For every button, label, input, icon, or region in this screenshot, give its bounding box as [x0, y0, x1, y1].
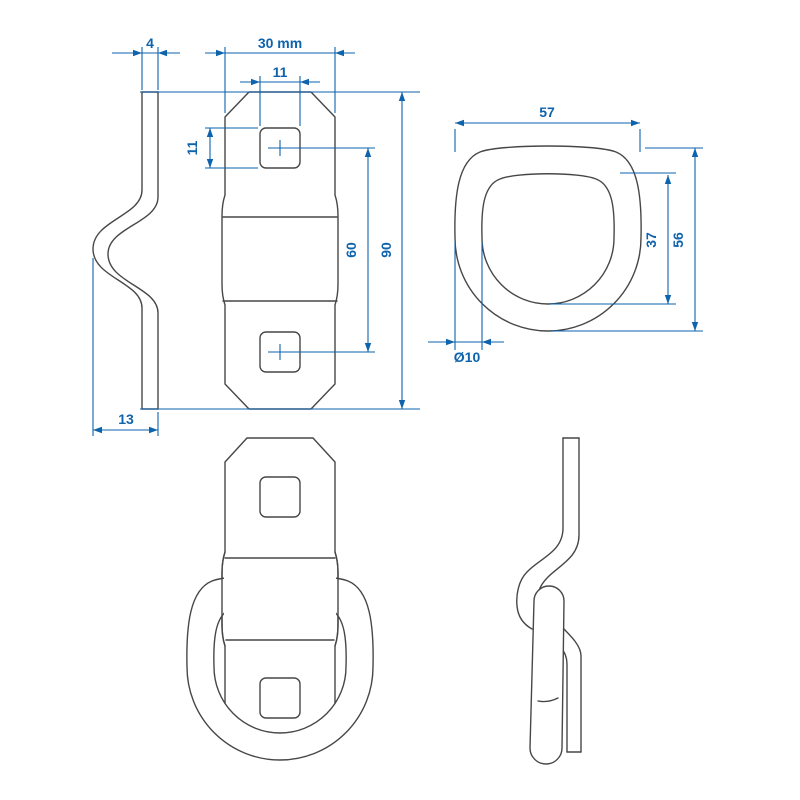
view-assembled-front	[186, 437, 374, 761]
view-dring-front	[454, 145, 642, 332]
assembled-hole-bottom	[259, 677, 301, 719]
dim-lines	[428, 242, 504, 350]
dim-hole-width-11: 11	[240, 64, 320, 126]
dim-ring-width-57: 57	[454, 104, 641, 152]
view-assembled-side	[516, 437, 582, 765]
dim-thickness-4: 4	[112, 35, 180, 90]
dim-ring-inner-height-37: 37	[550, 172, 676, 305]
dring-inner-contour	[481, 173, 615, 305]
dim-label-depth: 13	[118, 411, 134, 427]
dim-label-hole-spacing: 60	[343, 242, 359, 258]
assembled-hole-top	[259, 476, 301, 518]
dim-label-plate-height: 90	[378, 242, 394, 258]
dim-depth-13: 13	[92, 258, 159, 436]
dim-wire-diameter-10: Ø10	[428, 242, 504, 365]
dim-label-ring-height: 56	[670, 232, 686, 248]
dim-ring-height-56: 56	[552, 147, 703, 332]
dim-label-wire-diameter: Ø10	[454, 349, 481, 365]
dim-label-thickness: 4	[146, 35, 154, 51]
dim-hole-height-11: 11	[184, 127, 258, 169]
assembled-channel-side-right	[334, 551, 339, 647]
dim-label-hole-width: 11	[273, 64, 288, 80]
dimension-layer: 4 13 30 mm 11 11 60	[92, 35, 703, 436]
view-bracket-side-profile	[92, 91, 159, 410]
dim-lines	[550, 172, 676, 305]
dim-lines	[92, 258, 159, 436]
dim-lines	[112, 47, 180, 90]
dim-label-hole-height: 11	[184, 140, 200, 155]
assembled-plate-channel-patch	[224, 560, 336, 638]
side-ring-bar	[529, 585, 565, 765]
dring-outer-contour	[454, 145, 642, 332]
assembled-channel-side-left	[221, 551, 226, 647]
dim-lines	[205, 47, 355, 113]
side-ring-bar-edge-line	[537, 697, 559, 703]
arrowheads	[133, 49, 167, 57]
arrowheads	[206, 128, 214, 168]
side-strip-inner-line	[538, 437, 580, 592]
view-bracket-front	[221, 91, 339, 410]
dim-lines	[268, 140, 375, 360]
dim-label-ring-width: 57	[539, 104, 555, 120]
bracket-profile-inner-line	[107, 91, 159, 410]
dim-label-plate-width: 30 mm	[258, 35, 302, 51]
dim-height-90: 90	[140, 91, 420, 410]
dim-hole-spacing-60: 60	[268, 140, 375, 360]
dim-width-30mm: 30 mm	[205, 35, 355, 113]
bracket-profile-outer-line	[92, 91, 143, 410]
dim-lines	[552, 147, 703, 332]
dim-lines	[140, 91, 420, 410]
dim-label-ring-inner-height: 37	[643, 232, 659, 248]
dim-lines	[454, 122, 641, 152]
side-strip-outer-line	[516, 437, 564, 630]
arrowheads	[446, 338, 491, 346]
